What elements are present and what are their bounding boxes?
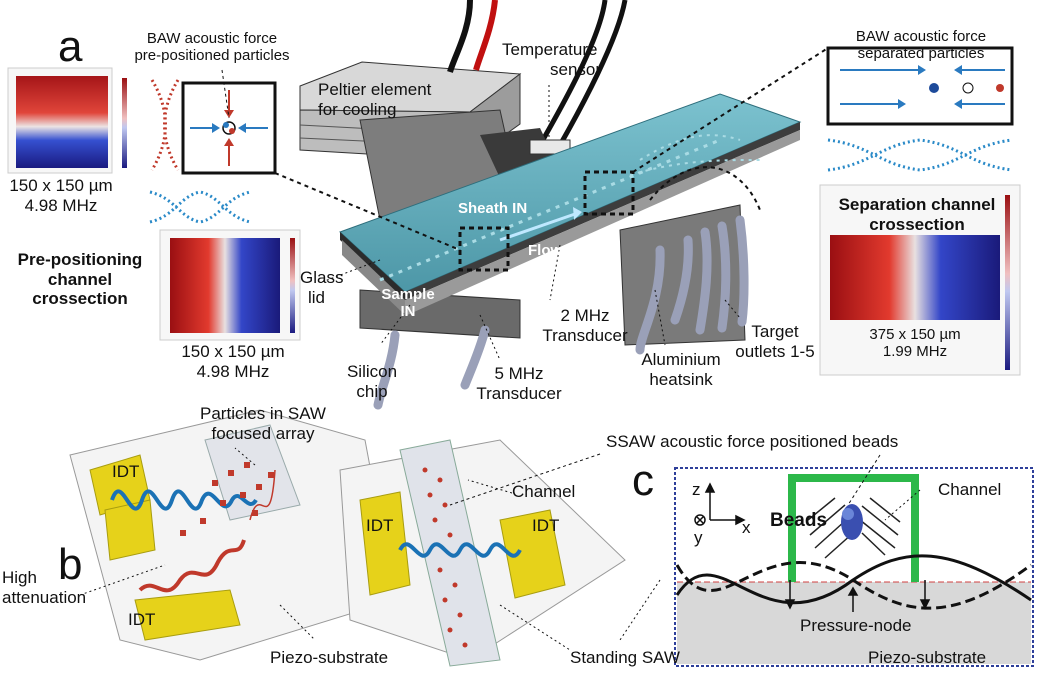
outlet-tubes	[373, 215, 749, 410]
glass-lid	[339, 93, 802, 316]
flow-label: Flow	[528, 242, 563, 259]
axis-z-label: z	[692, 480, 701, 499]
channel-label-b: Channel	[512, 482, 576, 501]
idt-label-3: IDT	[366, 516, 394, 535]
prepos-sim-top	[7, 67, 127, 174]
dashed-wave	[675, 561, 1032, 610]
red-dotted-wave	[150, 79, 167, 171]
standing-saw-wave	[398, 542, 522, 558]
particle-array	[180, 462, 274, 536]
channel-walls	[788, 474, 919, 582]
prepos-sim-bottom	[159, 229, 301, 341]
prepos-particle-box	[181, 81, 277, 175]
positioned-beads-mid	[422, 467, 468, 648]
idt-electrodes-mid	[359, 491, 566, 599]
panel-label-c: c	[632, 456, 654, 505]
axes-icon	[694, 482, 746, 526]
axis-x-label: x	[742, 518, 751, 537]
piezo-label-b: Piezo-substrate	[270, 648, 389, 667]
beads-label: Beads	[770, 510, 828, 531]
axis-y-label: y	[694, 528, 703, 547]
solid-wave	[675, 554, 1032, 605]
sheath-in-label: Sheath IN	[458, 200, 528, 217]
standing-saw-label: Standing SAW	[570, 648, 680, 667]
channel-label-c: Channel	[938, 480, 1002, 499]
idt-label-1: IDT	[112, 462, 140, 481]
panel-label-a: a	[58, 22, 83, 71]
panel-label-b: b	[58, 540, 83, 589]
saw-blue-wave	[110, 489, 258, 511]
idt-electrodes-left	[89, 454, 241, 641]
idt-label-4: IDT	[532, 516, 560, 535]
sep-sim	[819, 184, 1021, 376]
pressure-node-label: Pressure-node	[800, 616, 912, 635]
piezo-label-c: Piezo-substrate	[868, 648, 987, 667]
idt-label-2: IDT	[128, 610, 156, 629]
ssaw-title-label: SSAW acoustic force positioned beads	[606, 432, 899, 451]
sep-particle-box	[826, 46, 1014, 126]
beads-cluster	[841, 504, 863, 540]
blue-dotted-wave	[149, 190, 251, 224]
